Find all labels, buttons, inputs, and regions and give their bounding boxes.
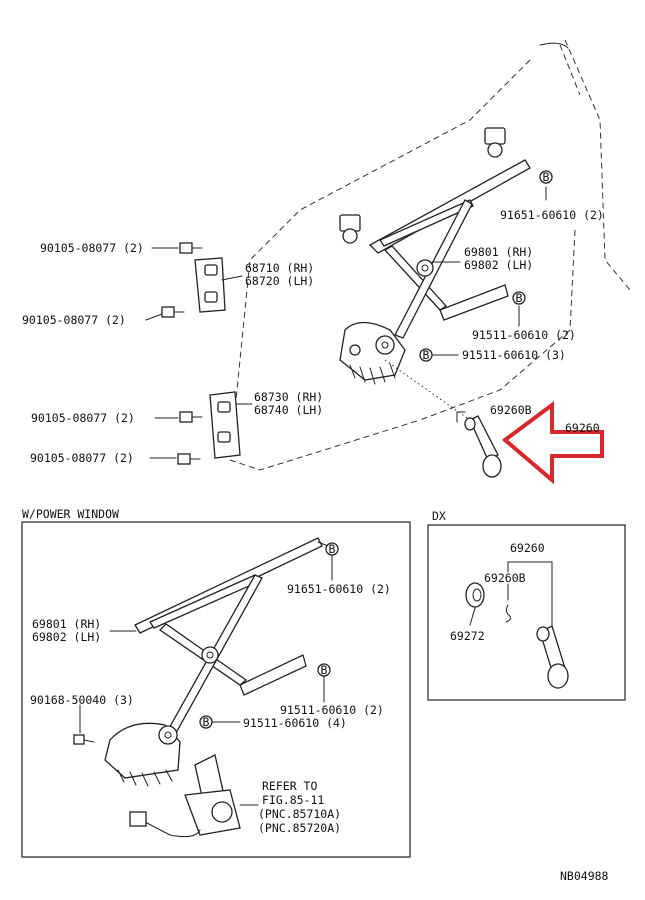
label-hinge-upper-lh: 68720 (LH) [245,274,314,288]
window-crank-handle [456,411,502,478]
dx-clip-icon [505,604,511,623]
highlight-arrow-icon [501,401,604,485]
label-refer-line3: (PNC.85710A) [258,807,341,821]
window-regulator-power [104,537,323,787]
labels-top: 90105-08077 (2) 90105-08077 (2) 90105-08… [22,208,604,465]
leader-lines-dx [507,561,553,626]
leader-lines-top [145,186,547,459]
svg-text:B: B [329,542,336,556]
label-pw-regulator-lh: 69802 (LH) [32,630,101,644]
label-bolt-a: 90105-08077 (2) [40,241,144,255]
label-refer-line4: (PNC.85720A) [258,821,341,835]
power-window-frame [21,521,411,858]
labels-dx: 69260 69260B 69272 [450,541,545,643]
labels-power-window: 91651-60610 (2) 69801 (RH) 69802 (LH) 91… [30,582,391,835]
label-regulator-rh: 69801 (RH) [464,245,533,259]
label-dx-handle-part: 69260B [484,571,526,585]
power-window-motor [129,754,241,838]
door-frame-outline [229,39,631,471]
label-bolt-c: 90105-08077 (2) [31,411,135,425]
label-dx-handle-assy: 69260 [510,541,545,555]
svg-text:B: B [203,715,210,729]
glass-clip-upper [484,127,506,158]
label-handle-partial: 69260 [565,421,600,435]
bolt-icon-a [179,242,203,254]
label-refer-line1: REFER TO [262,779,317,793]
bolt-marker-power-low: B [199,715,213,729]
window-regulator-manual [339,159,531,385]
label-regulator-lh: 69802 (LH) [464,258,533,272]
bolt-marker-power-mid: B [317,663,331,677]
label-hinge-lower-rh: 68730 (RH) [254,390,323,404]
label-bolt-low: 91511-60610 (3) [462,348,566,362]
label-dx-bezel: 69272 [450,629,485,643]
bolt-marker-mid: B [512,291,526,305]
dx-bezel-icon [465,582,485,626]
bolt-icon-c [179,411,203,423]
label-hinge-upper-rh: 68710 (RH) [245,261,314,275]
bolt-icon-d [177,453,201,465]
label-handle-part: 69260B [490,403,532,417]
dx-frame [427,524,626,701]
label-pw-bolt-screw: 90168-50040 (3) [30,693,134,707]
label-pw-bolt-mid: 91511-60610 (2) [280,703,384,717]
label-hinge-lower-lh: 68740 (LH) [254,403,323,417]
ref-code: NB04988 [560,869,609,883]
door-hinge-upper [194,257,226,313]
svg-text:B: B [543,170,550,184]
label-refer-line2: FIG.85-11 [262,793,324,807]
label-bolt-d: 90105-08077 (2) [30,451,134,465]
bolt-marker-low: B [419,348,433,362]
glass-clip-lower [339,214,361,244]
power-window-title: W/POWER WINDOW [22,507,119,521]
bolt-icon-b [161,306,185,318]
svg-text:B: B [321,663,328,677]
svg-text:B: B [423,348,430,362]
leader-lines-power [79,541,333,806]
label-pw-bolt-top: 91651-60610 (2) [287,582,391,596]
label-pw-bolt-low: 91511-60610 (4) [243,716,347,730]
dx-title: DX [432,509,446,523]
bolt-marker-power-top: B [325,542,339,556]
dx-crank-handle [536,625,569,689]
label-bolt-b: 90105-08077 (2) [22,313,126,327]
label-bolt-top: 91651-60610 (2) [500,208,604,222]
label-pw-regulator-rh: 69801 (RH) [32,617,101,631]
bolt-marker-top: B [539,170,553,184]
label-bolt-mid: 91511-60610 (2) [472,328,576,342]
door-hinge-lower [209,391,241,459]
svg-text:B: B [516,291,523,305]
bolt-icon-screw [73,734,95,745]
